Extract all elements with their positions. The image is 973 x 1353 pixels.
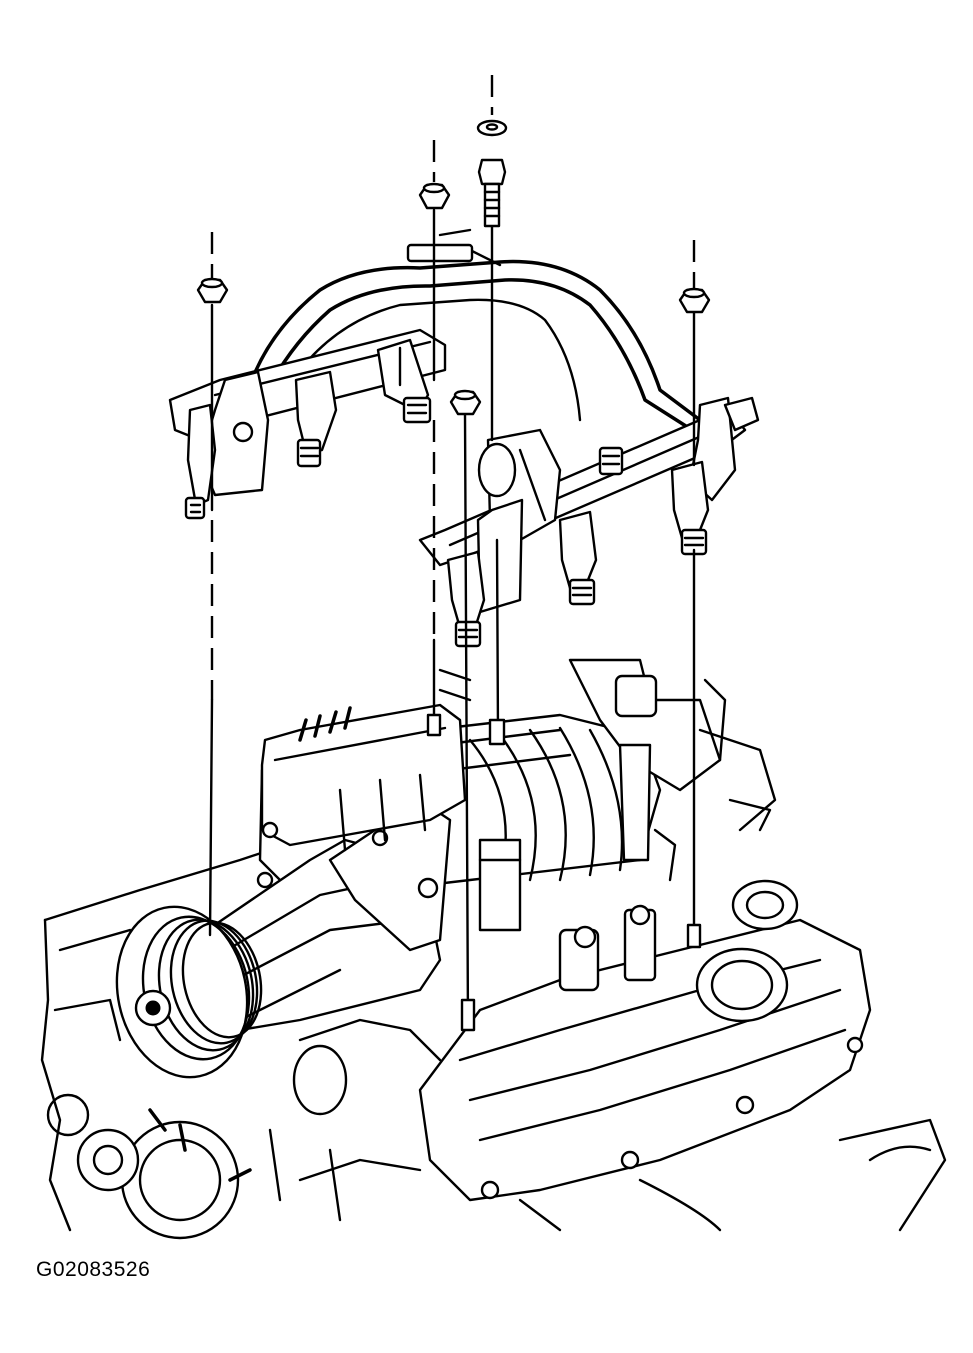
intake-runners — [256, 703, 657, 992]
fuel-rail-assembly — [168, 228, 760, 614]
bolt-center — [477, 158, 507, 228]
fuel-injector-2 — [294, 370, 338, 468]
fuel-injector-1 — [184, 403, 217, 520]
alignment-lines — [208, 75, 696, 1030]
fuel-injector-3 — [376, 338, 432, 424]
figure-id-label: G02083526 — [36, 1258, 151, 1281]
nut-right — [678, 287, 711, 314]
nut-center-left — [418, 182, 451, 210]
detail-marks — [298, 668, 772, 882]
nut-left — [196, 277, 229, 304]
mounting-studs — [426, 713, 702, 1032]
drive-pulley — [115, 905, 263, 1079]
fuel-injector-5 — [558, 510, 598, 606]
fuel-injector-6 — [670, 460, 710, 556]
nut-center — [449, 389, 482, 416]
washer-center — [476, 119, 508, 137]
